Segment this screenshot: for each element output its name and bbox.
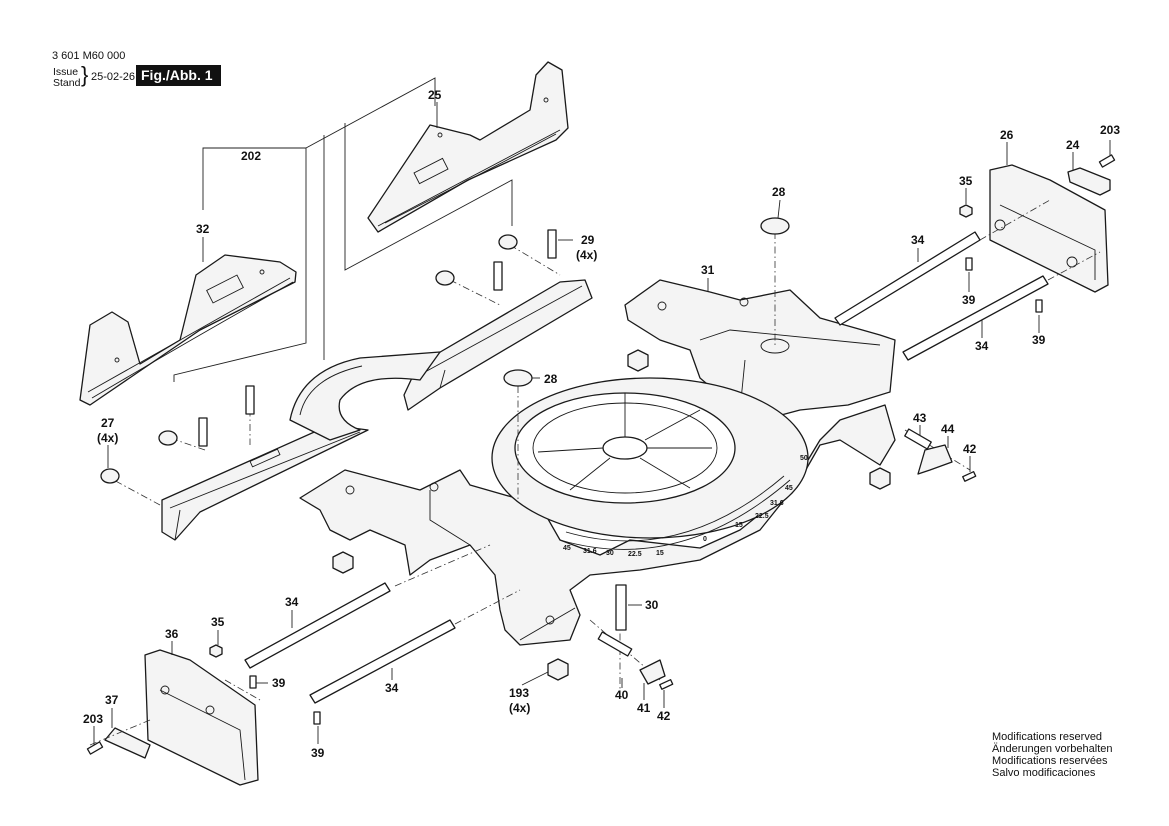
scale-mark: 30 (606, 550, 614, 557)
support-foot-26 (989, 164, 1109, 293)
notice-es: Salvo modificaciones (992, 767, 1096, 779)
callout-193: 193 (509, 686, 529, 700)
callout-40: 40 (615, 688, 629, 702)
callout-28-mid: 28 (544, 372, 558, 386)
callout-34-right-bottom: 34 (975, 339, 989, 353)
issue-label: Issue Stand (53, 67, 80, 89)
modifications-notice: Modifications reserved Änderungen vorbeh… (992, 731, 1112, 779)
callout-39-left-a: 39 (272, 676, 286, 690)
scale-mark: 15 (656, 550, 664, 557)
group-bracket-202 (173, 77, 513, 382)
base-slide-plate (289, 351, 441, 441)
issue-label-de: Stand (53, 77, 81, 89)
callout-31: 31 (701, 263, 715, 277)
clamp-plate-37 (104, 727, 151, 759)
callout-30: 30 (645, 598, 659, 612)
callout-29-qty: (4x) (576, 248, 597, 262)
notice-de: Änderungen vorbehalten (992, 743, 1113, 755)
scale-mark: 45 (563, 545, 571, 552)
scale-mark: 50 (800, 455, 808, 462)
scale-mark: 31.6 (770, 500, 784, 507)
figure-label: Fig./Abb. 1 (136, 65, 221, 86)
callout-37: 37 (105, 693, 119, 707)
callout-35-right: 35 (959, 174, 973, 188)
callout-leaders (93, 102, 1111, 745)
support-foot-36 (144, 649, 259, 786)
turntable (491, 377, 809, 550)
callout-42-right: 42 (963, 442, 977, 456)
issue-label-en: Issue (53, 66, 79, 78)
fence-extension-25 (367, 61, 569, 233)
callout-41: 41 (637, 701, 651, 715)
clamp-plate-24 (1067, 167, 1111, 196)
callout-24: 24 (1066, 138, 1080, 152)
scale-mark: 22.5 (628, 551, 642, 558)
callout-203-left: 203 (83, 712, 103, 726)
callout-39-left-b: 39 (311, 746, 325, 760)
callout-34-right-top: 34 (911, 233, 925, 247)
callout-25: 25 (428, 88, 442, 102)
scale-mark: 0 (703, 536, 707, 543)
callout-28-top: 28 (772, 185, 786, 199)
callout-27: 27 (101, 416, 115, 430)
brace-glyph: } (81, 62, 89, 87)
callout-42-left: 42 (657, 709, 671, 723)
callout-29: 29 (581, 233, 595, 247)
callout-32: 32 (196, 222, 210, 236)
callout-39-right-a: 39 (962, 293, 976, 307)
callout-35-left: 35 (211, 615, 225, 629)
saw-base (299, 404, 896, 646)
callout-203-right: 203 (1100, 123, 1120, 137)
fence-extension-32 (79, 254, 297, 406)
scale-mark: 45 (785, 485, 793, 492)
callout-43: 43 (913, 411, 927, 425)
rear-casting-31 (624, 279, 896, 419)
callout-labels: 25 202 32 27 (4x) 29 (4x) 28 28 31 26 24… (83, 88, 1120, 760)
rods-34 (244, 231, 1049, 704)
notice-en: Modifications reserved (992, 731, 1103, 743)
callout-34-left-bottom: 34 (385, 681, 399, 695)
callout-39-right-b: 39 (1032, 333, 1046, 347)
scale-mark: 22.5 (755, 513, 769, 520)
hardware-parts (86, 154, 1116, 755)
callout-202: 202 (241, 149, 261, 163)
callout-36: 36 (165, 627, 179, 641)
fence-rail-right (403, 279, 593, 411)
callout-193-qty: (4x) (509, 701, 530, 715)
notice-fr: Modifications reservées (992, 755, 1108, 767)
scale-mark: 31.6 (583, 548, 597, 555)
part-number: 3 601 M60 000 (52, 50, 126, 62)
miter-scale: 45 31.6 30 22.5 15 0 15 22.5 31.6 45 50 (563, 455, 808, 558)
callout-27-qty: (4x) (97, 431, 118, 445)
issue-date: 25-02-26 (91, 71, 136, 83)
callout-26: 26 (1000, 128, 1014, 142)
scale-mark: 15 (735, 522, 743, 529)
callout-44: 44 (941, 422, 955, 436)
callout-34-left-top: 34 (285, 595, 299, 609)
